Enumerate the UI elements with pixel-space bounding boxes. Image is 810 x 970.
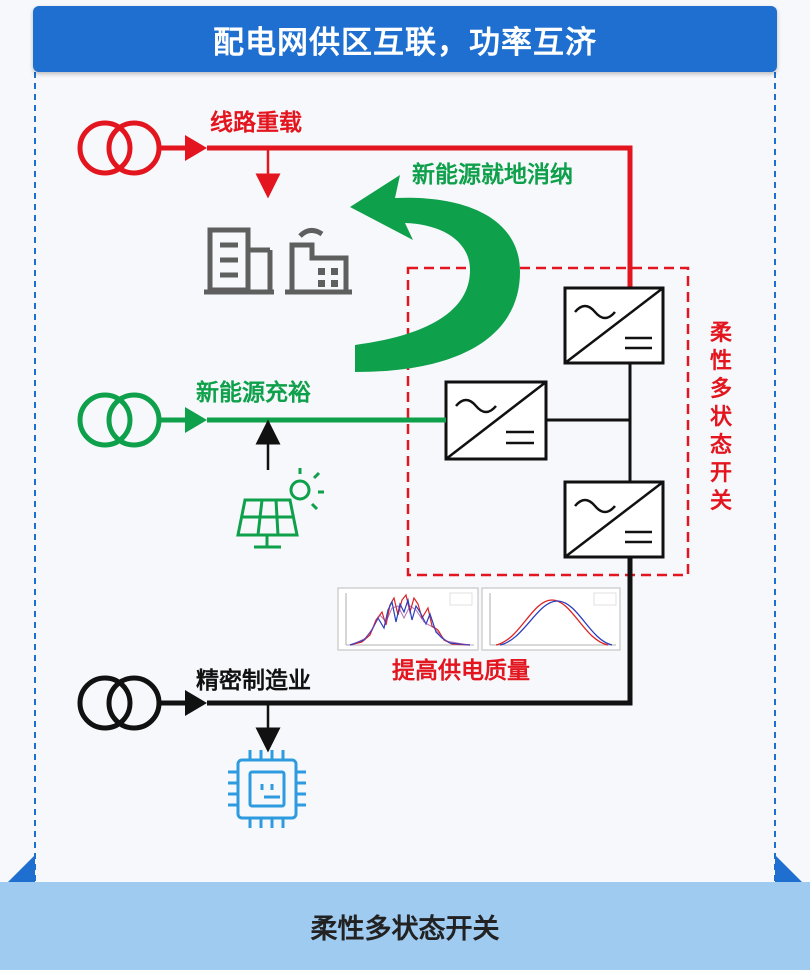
sop-boundary — [406, 266, 690, 577]
waveform-chart-distorted — [337, 587, 479, 651]
power-quality-label: 提高供电质量 — [392, 657, 530, 684]
black-arrow-head — [185, 690, 207, 716]
new-energy-surplus-label: 新能源充裕 — [196, 379, 311, 406]
sop-label-char: 柔 — [710, 321, 733, 346]
converter-icon — [563, 286, 665, 365]
black-feeder-line — [207, 557, 633, 706]
frame-corner-left — [8, 855, 35, 882]
footer-title: 柔性多状态开关 — [310, 913, 500, 945]
frame-corner-right — [775, 855, 802, 882]
sop-vertical-label: 柔 性 多 状 态 开 关 — [710, 321, 740, 514]
transformer-icon-red — [77, 120, 162, 176]
local-consumption-label: 新能源就地消纳 — [412, 161, 573, 188]
factory-icon — [285, 228, 352, 295]
transformer-icon-black — [77, 675, 162, 731]
header-title: 配电网供区互联，功率互济 — [213, 24, 597, 61]
red-arrow-head — [185, 135, 207, 161]
sop-label-char: 性 — [710, 349, 732, 374]
precision-manufacturing-label: 精密制造业 — [196, 667, 311, 694]
sop-label-char: 态 — [710, 432, 732, 458]
sop-label-char: 关 — [710, 489, 732, 514]
footer-banner: 柔性多状态开关 — [0, 882, 810, 970]
sop-label-char: 状 — [710, 405, 733, 430]
line-overload-label: 线路重载 — [210, 109, 302, 136]
building-icon — [204, 227, 274, 295]
header-banner: 配电网供区互联，功率互济 — [33, 6, 777, 72]
green-arrow-head — [185, 407, 207, 433]
red-feeder-line — [207, 145, 633, 290]
sop-label-char: 多 — [710, 376, 732, 402]
chip-icon — [228, 750, 306, 828]
local-consumption-arrow — [350, 175, 520, 372]
converter-icon — [444, 380, 548, 461]
sop-label-char: 开 — [710, 461, 732, 486]
converter-icon — [563, 480, 665, 559]
waveform-chart-smooth — [481, 587, 621, 651]
solar-panel-icon — [236, 468, 324, 549]
transformer-icon-green — [77, 392, 162, 448]
